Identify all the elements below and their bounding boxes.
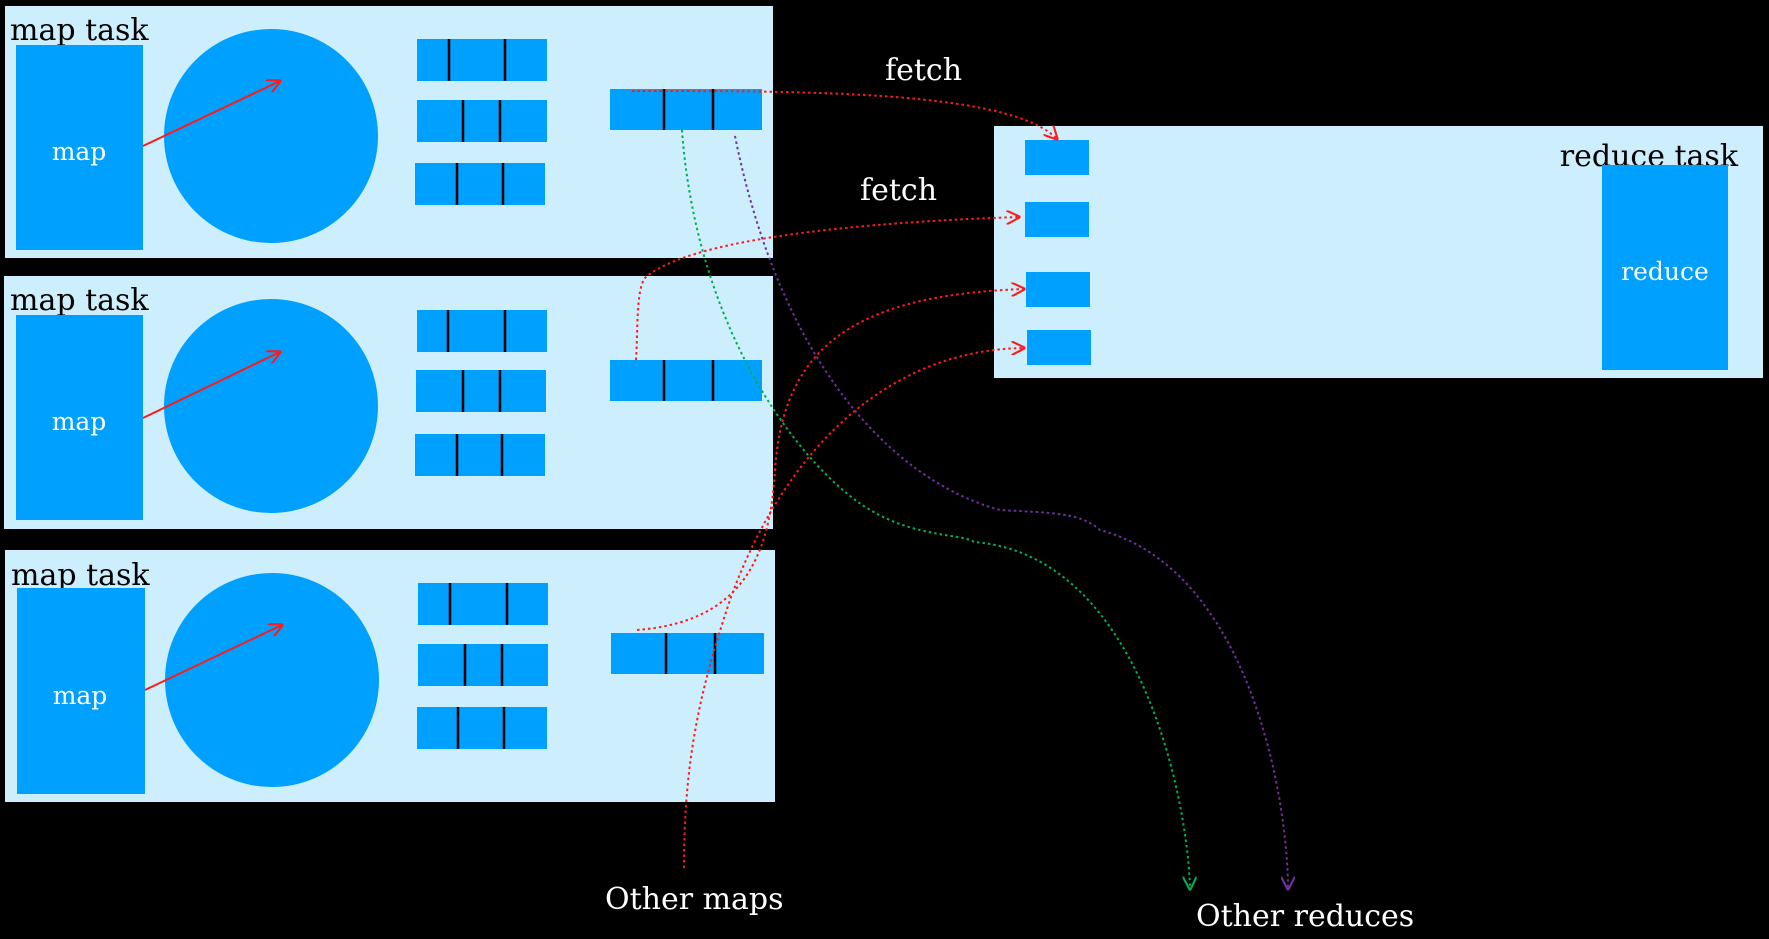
fetch-line-map2 xyxy=(635,217,1019,361)
spill-file xyxy=(418,644,548,686)
fetched-partition xyxy=(1027,330,1091,365)
map-task-3: map task map xyxy=(5,550,775,802)
map-task-title: map task xyxy=(10,283,149,318)
map-block-label: map xyxy=(52,407,107,436)
other-reduces-label: Other reduces xyxy=(1196,899,1414,934)
spill-file xyxy=(418,583,548,625)
reduce-task: reduce task reduce xyxy=(994,126,1763,378)
spill-file xyxy=(417,310,547,352)
spill-file xyxy=(415,163,545,205)
fetch-line-map3 xyxy=(636,289,1024,631)
line-to-other-reduces-green xyxy=(681,129,1190,889)
fetch-label-second: fetch xyxy=(860,173,937,208)
merged-output-file xyxy=(610,89,762,130)
reduce-block xyxy=(1602,165,1728,370)
map-block xyxy=(16,45,143,250)
other-maps-label: Other maps xyxy=(605,882,784,917)
spill-file xyxy=(415,434,545,476)
spill-file xyxy=(417,100,547,142)
reduce-block-label: reduce xyxy=(1621,257,1709,286)
map-block xyxy=(17,588,145,794)
spill-file xyxy=(416,370,546,412)
connectors xyxy=(631,89,1288,889)
fetched-partition xyxy=(1025,140,1089,175)
map-task-1: map task map xyxy=(5,6,773,258)
map-task-title: map task xyxy=(11,558,150,593)
spill-file xyxy=(417,707,547,749)
fetch-label-top: fetch xyxy=(885,53,962,88)
spill-file xyxy=(417,39,547,81)
fetch-line-other-maps xyxy=(683,348,1024,869)
map-block-label: map xyxy=(53,681,108,710)
map-block xyxy=(16,315,143,520)
memory-buffer-circle xyxy=(164,299,378,513)
buffer-arrow xyxy=(142,81,280,147)
fetched-partition xyxy=(1026,272,1090,307)
map-task-2: map task map xyxy=(4,276,773,529)
fetched-partition xyxy=(1025,202,1089,237)
map-task-title: map task xyxy=(10,13,149,48)
merged-output-file xyxy=(611,633,764,674)
map-block-label: map xyxy=(52,137,107,166)
line-to-other-reduces-purple xyxy=(734,135,1288,889)
memory-buffer-circle xyxy=(165,573,379,787)
buffer-arrow xyxy=(142,352,280,419)
memory-buffer-circle xyxy=(164,29,378,243)
merged-output-file xyxy=(610,360,762,401)
buffer-arrow xyxy=(144,625,282,691)
